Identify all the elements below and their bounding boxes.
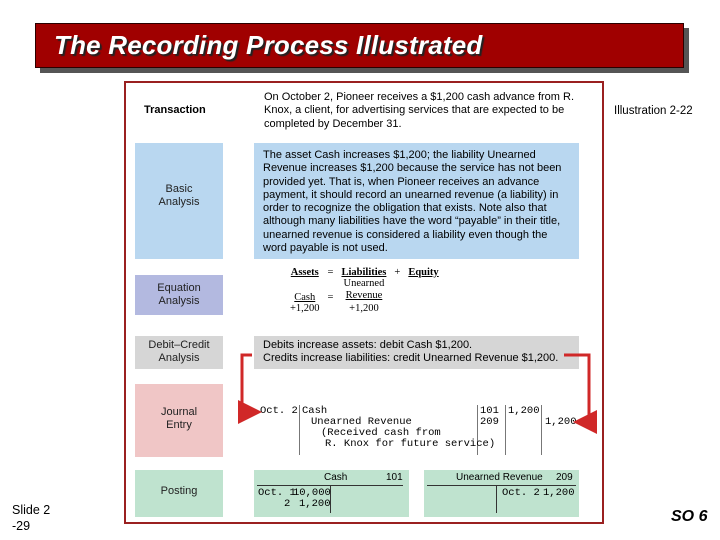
basic-analysis-label-line2: Analysis xyxy=(158,196,200,208)
debit-credit-label-line2: Analysis xyxy=(158,352,200,364)
unearned-ledger-number: 209 xyxy=(556,472,573,483)
cash-ledger-row1-amount: 10,000 xyxy=(293,487,331,499)
transaction-text: On October 2, Pioneer receives a $1,200 … xyxy=(264,91,574,130)
cash-ledger-row2-amount: 1,200 xyxy=(299,498,331,510)
basic-analysis-label: Basic Analysis xyxy=(135,183,223,209)
debit-credit-label-box: Debit–Credit Analysis xyxy=(135,336,223,369)
eq-liabilities: Liabilities xyxy=(341,267,387,278)
journal-entry-label-box: Journal Entry xyxy=(135,384,223,457)
journal-divider-4 xyxy=(541,405,542,455)
journal-entry-label-line1: Journal xyxy=(160,406,198,418)
unearned-ledger-t-line xyxy=(496,485,497,513)
debit-credit-text: Debits increase assets: debit Cash $1,20… xyxy=(254,336,579,369)
debit-arrow xyxy=(238,353,262,424)
journal-explanation-line1: (Received cash from xyxy=(321,427,441,439)
debit-credit-label: Debit–Credit Analysis xyxy=(135,339,223,365)
eq-unearned: Unearned Revenue xyxy=(337,278,390,303)
basic-analysis-text: The asset Cash increases $1,200; the lia… xyxy=(254,143,579,259)
debit-credit-line1: Debits increase assets: debit Cash $1,20… xyxy=(263,339,473,351)
equation-analysis: Assets = Liabilities + Equity Cash = Une… xyxy=(286,267,486,314)
unearned-ledger-row1-amount: 1,200 xyxy=(543,487,575,499)
eq-plus: + xyxy=(394,267,401,278)
slide-title: The Recording Process Illustrated xyxy=(54,30,483,60)
equation-analysis-label-line1: Equation xyxy=(157,282,201,294)
journal-explanation-line2: R. Knox for future service) xyxy=(325,438,496,450)
eq-equity: Equity xyxy=(408,267,439,278)
cash-ledger-row2-date: 2 xyxy=(284,498,291,510)
equation-analysis-label-line2: Analysis xyxy=(158,295,200,307)
journal-debit-amount: 1,200 xyxy=(508,405,540,417)
posting-label: Posting xyxy=(160,485,198,497)
journal-entry-label-line2: Entry xyxy=(166,419,192,431)
illustration-label: Illustration 2-22 xyxy=(614,105,693,117)
cash-ledger: Cash 101 Oct. 1 10,000 2 1,200 xyxy=(254,470,409,517)
journal-credit-account: Unearned Revenue xyxy=(311,416,412,428)
eq-cash: Cash xyxy=(294,292,316,303)
basic-analysis-label-box: Basic Analysis xyxy=(135,143,223,259)
eq-unearned-line2: Revenue xyxy=(345,290,383,301)
journal-credit-ref: 209 xyxy=(480,416,499,428)
cash-ledger-number: 101 xyxy=(386,472,403,483)
equation-table: Assets = Liabilities + Equity Cash = Une… xyxy=(286,267,443,314)
debit-credit-label-line1: Debit–Credit xyxy=(148,339,210,351)
illustration-frame: Transaction On October 2, Pioneer receiv… xyxy=(124,81,604,524)
cash-ledger-t-line xyxy=(330,485,331,513)
journal-divider-2 xyxy=(477,405,478,455)
journal-divider-3 xyxy=(505,405,506,455)
study-objective: SO 6 xyxy=(671,508,708,525)
eq-unearned-line1: Unearned xyxy=(343,278,385,289)
flow-arrows xyxy=(238,353,597,434)
journal-credit-amount: 1,200 xyxy=(545,416,577,428)
eq-unearned-amount: +1,200 xyxy=(349,303,379,314)
slide-number-line1: Slide 2 xyxy=(12,503,51,517)
eq-cash-amount: +1,200 xyxy=(290,303,320,314)
journal-divider-1 xyxy=(299,405,300,455)
cash-ledger-row1-date: Oct. 1 xyxy=(258,487,296,499)
cash-ledger-title: Cash xyxy=(324,472,348,483)
unearned-ledger-title: Unearned Revenue xyxy=(456,472,543,483)
posting-label-box: Posting xyxy=(135,470,223,517)
equation-analysis-label-box: Equation Analysis xyxy=(135,275,223,315)
basic-analysis-label-line1: Basic xyxy=(165,183,193,195)
debit-credit-line2: Credits increase liabilities: credit Une… xyxy=(263,352,559,365)
eq-equals: = xyxy=(327,267,334,278)
journal-date: Oct. 2 xyxy=(260,405,298,417)
unearned-ledger: Unearned Revenue 209 Oct. 2 1,200 xyxy=(424,470,579,517)
title-bar: The Recording Process Illustrated xyxy=(35,23,684,68)
credit-arrow xyxy=(564,353,597,434)
journal-debit-account: Cash xyxy=(302,405,328,417)
equation-analysis-label: Equation Analysis xyxy=(135,282,223,308)
unearned-ledger-top-line xyxy=(427,485,576,486)
journal-entry-label: Journal Entry xyxy=(135,406,223,432)
slide-number-line2: -29 xyxy=(12,519,31,533)
journal-debit-ref: 101 xyxy=(480,405,499,417)
eq-equals-2: = xyxy=(327,292,334,303)
eq-assets: Assets xyxy=(290,267,319,278)
slide-number: Slide 2 -29 xyxy=(12,502,50,534)
journal-entry: Oct. 2 Cash Unearned Revenue (Received c… xyxy=(258,405,578,457)
unearned-ledger-row1-date: Oct. 2 xyxy=(502,487,540,499)
transaction-label: Transaction xyxy=(144,104,206,116)
